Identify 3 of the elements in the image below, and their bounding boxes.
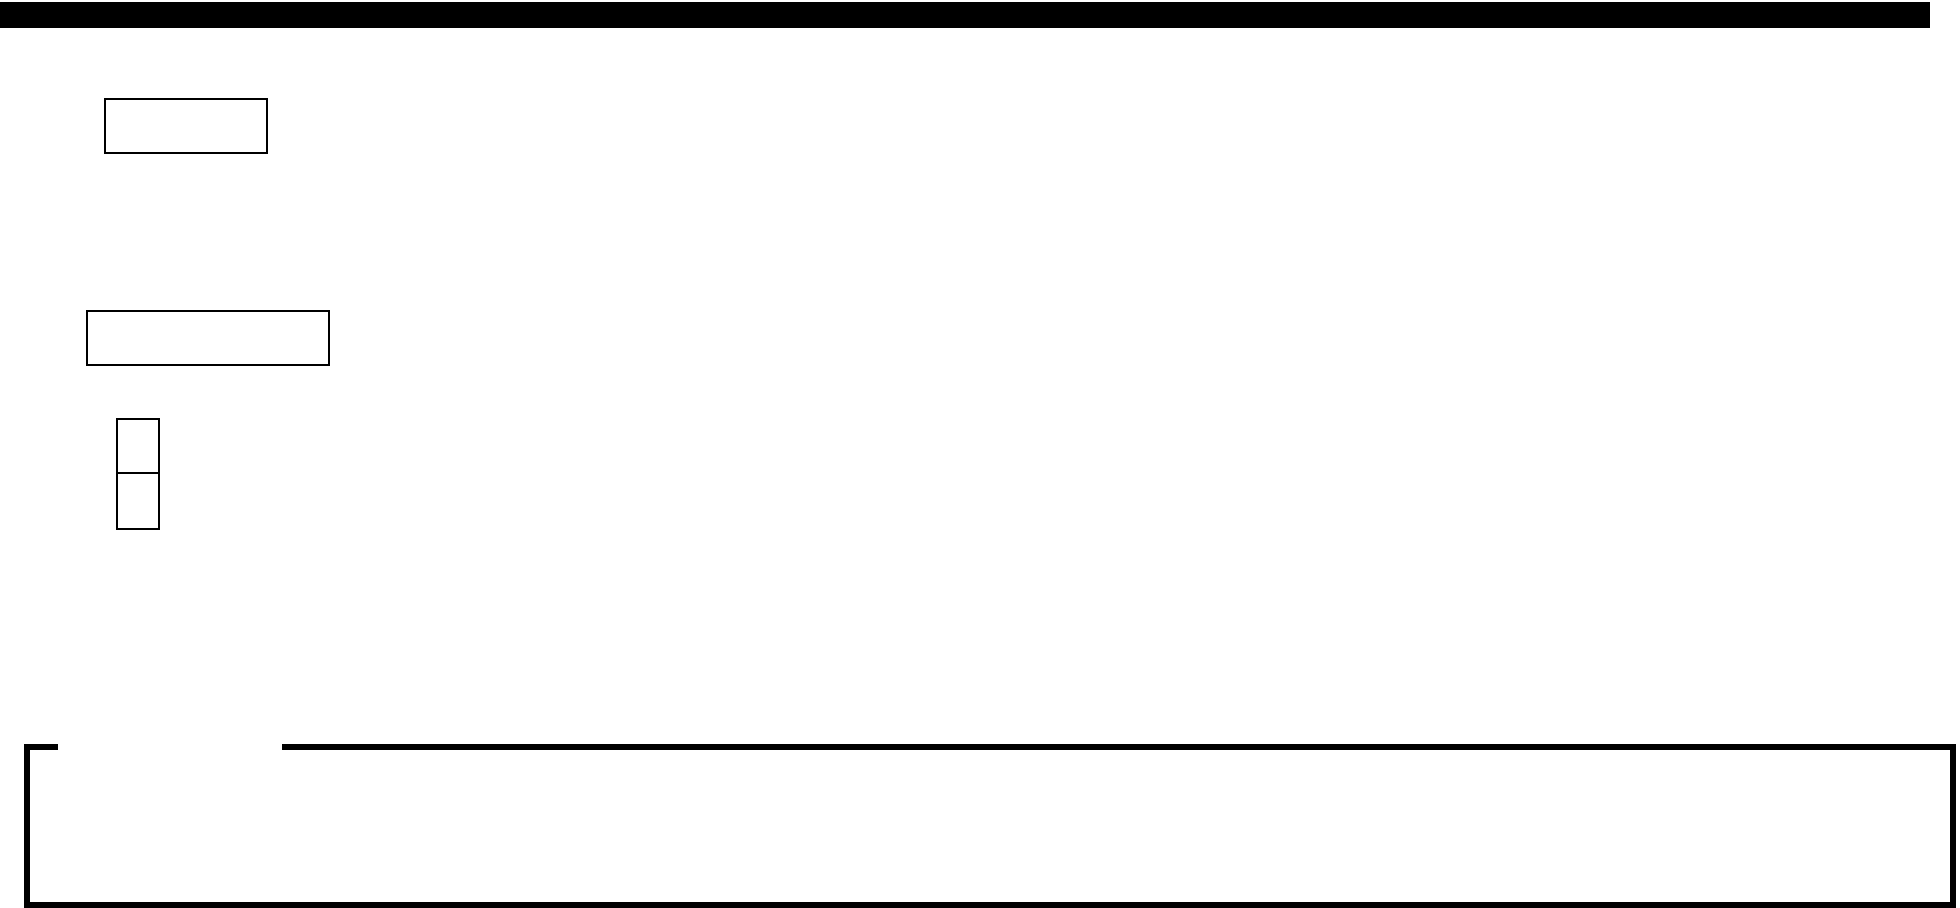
- empty-box: [104, 98, 268, 154]
- note-frame: [24, 744, 1956, 908]
- empty-box: [86, 310, 330, 366]
